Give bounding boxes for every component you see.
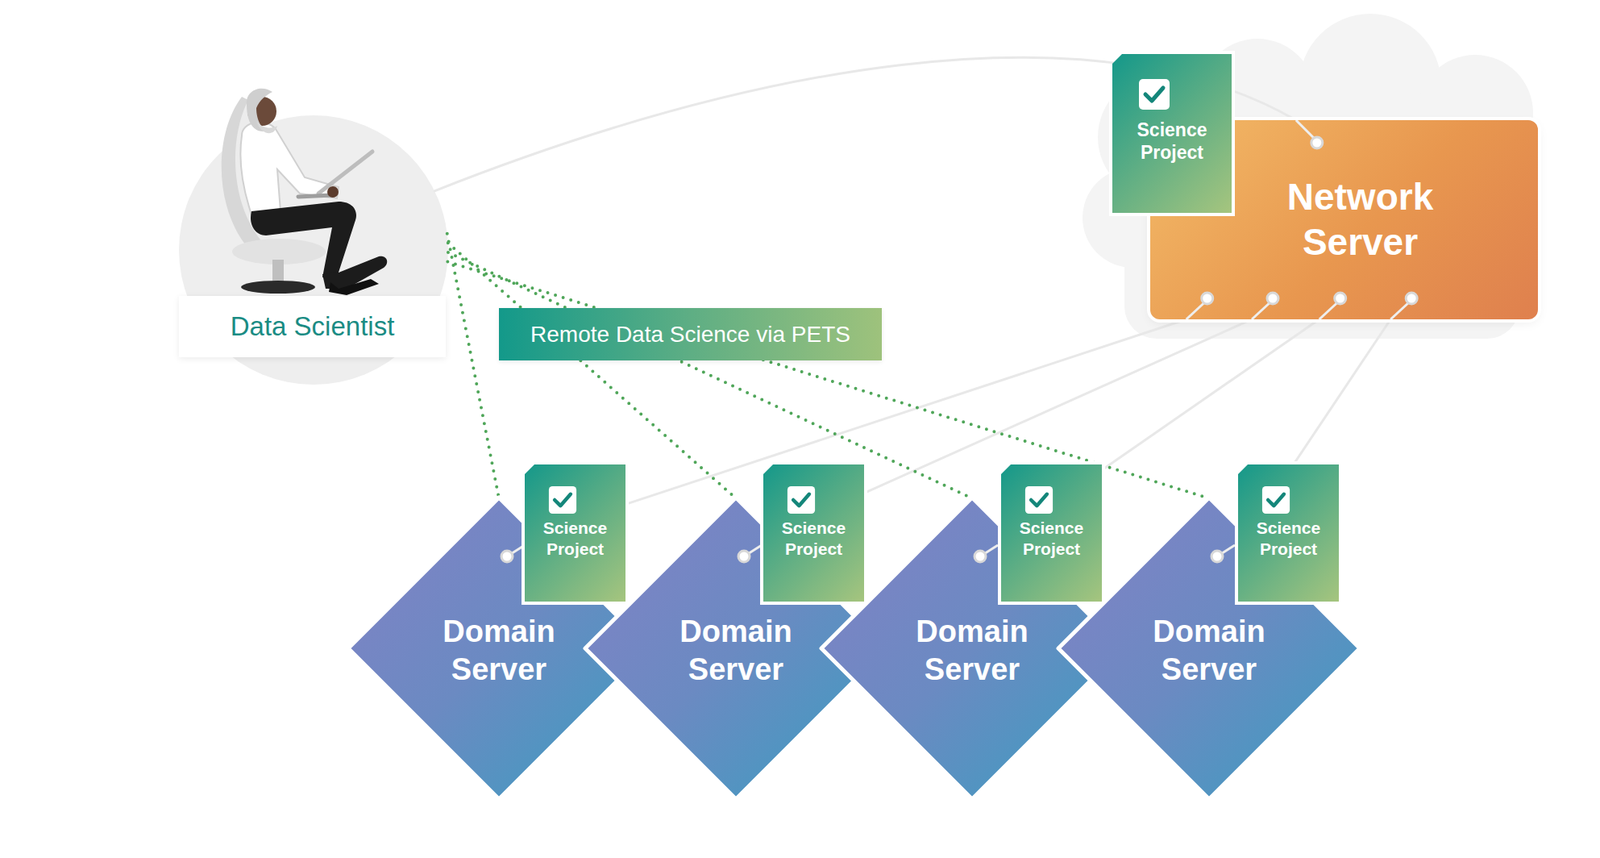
card-label: Science Project [763,517,865,559]
project-card: Science Project [760,461,868,605]
checkbox-icon [548,485,578,515]
server-label: Domain Server [1124,612,1294,690]
card-label: Science Project [1001,517,1102,559]
project-card: Science Project [997,461,1106,605]
card-label: Science Project [1112,118,1232,164]
checkbox-icon [1024,485,1054,515]
actor-label: Data Scientist [178,295,446,358]
checkbox-icon [786,485,816,515]
label-band: Remote Data Science via PETS [498,307,882,361]
server-diamond: Domain Server Science Project [1055,494,1363,802]
actor-node: Data Scientist [178,115,449,385]
server-box: Network ServerScience Project [1150,120,1538,320]
server-label: Domain Server [414,612,584,690]
project-card: Science Project [521,461,629,605]
dotted-connector [448,242,736,499]
data-scientist-figure [178,88,449,385]
card-label: Science Project [1238,517,1339,559]
checkbox-icon [1138,78,1171,111]
server-label: Network Server [1247,174,1474,264]
band-label: Remote Data Science via PETS [517,321,864,348]
checkbox-icon [1261,485,1291,515]
server-label: Domain Server [651,612,821,690]
server-label: Domain Server [887,612,1057,690]
project-card: Science Project [1109,50,1235,217]
project-card: Science Project [1234,461,1343,605]
card-label: Science Project [524,517,626,559]
dotted-connector [448,252,973,499]
